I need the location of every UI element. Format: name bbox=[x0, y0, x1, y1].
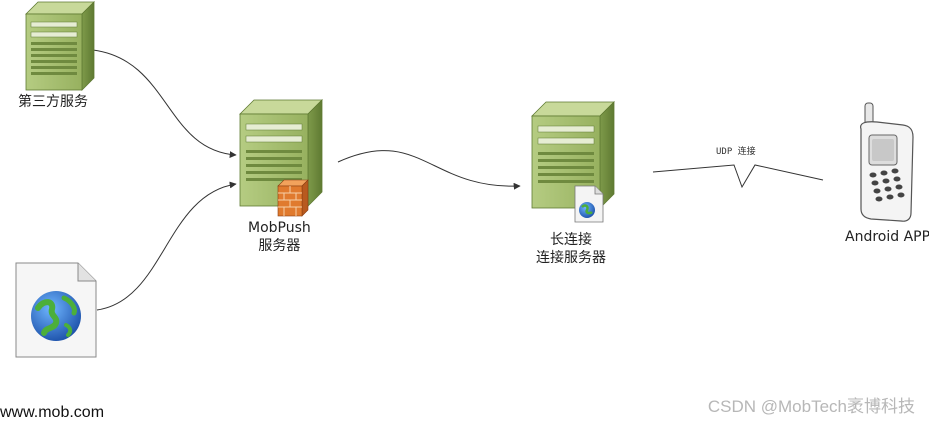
label-long-conn-line2: 连接服务器 bbox=[536, 250, 606, 266]
label-third-party: 第三方服务 bbox=[18, 93, 88, 111]
udp-connection-label: UDP 连接 bbox=[716, 147, 756, 157]
edge-mobpush-to-long-conn bbox=[337, 150, 521, 190]
label-android-app: Android APP bbox=[845, 228, 929, 246]
watermark: CSDN @MobTech袤博科技 bbox=[707, 397, 915, 416]
label-third-party-text: 第三方服务 bbox=[18, 94, 88, 110]
globe-document-icon bbox=[15, 262, 97, 358]
label-long-conn-line1: 长连接 bbox=[550, 232, 592, 248]
label-mobpush-line2: 服务器 bbox=[258, 238, 301, 254]
site-url: www.mob.com bbox=[0, 404, 105, 421]
server-firewall-icon bbox=[239, 99, 323, 217]
mobile-phone-icon bbox=[860, 102, 914, 222]
firewall-icon bbox=[277, 179, 309, 217]
label-mobpush-line1: MobPush bbox=[248, 220, 311, 236]
label-android-app-text: Android APP bbox=[845, 229, 929, 245]
edge-web-to-mobpush bbox=[96, 181, 237, 311]
edge-udp-zigzag bbox=[652, 164, 824, 189]
server-globe-document-icon bbox=[531, 101, 615, 223]
label-long-conn: 长连接 连接服务器 bbox=[536, 231, 606, 267]
document-globe-icon bbox=[574, 185, 604, 223]
edge-third-party-to-mobpush bbox=[92, 49, 237, 159]
server-icon bbox=[25, 1, 95, 91]
label-mobpush: MobPush 服务器 bbox=[248, 219, 311, 255]
